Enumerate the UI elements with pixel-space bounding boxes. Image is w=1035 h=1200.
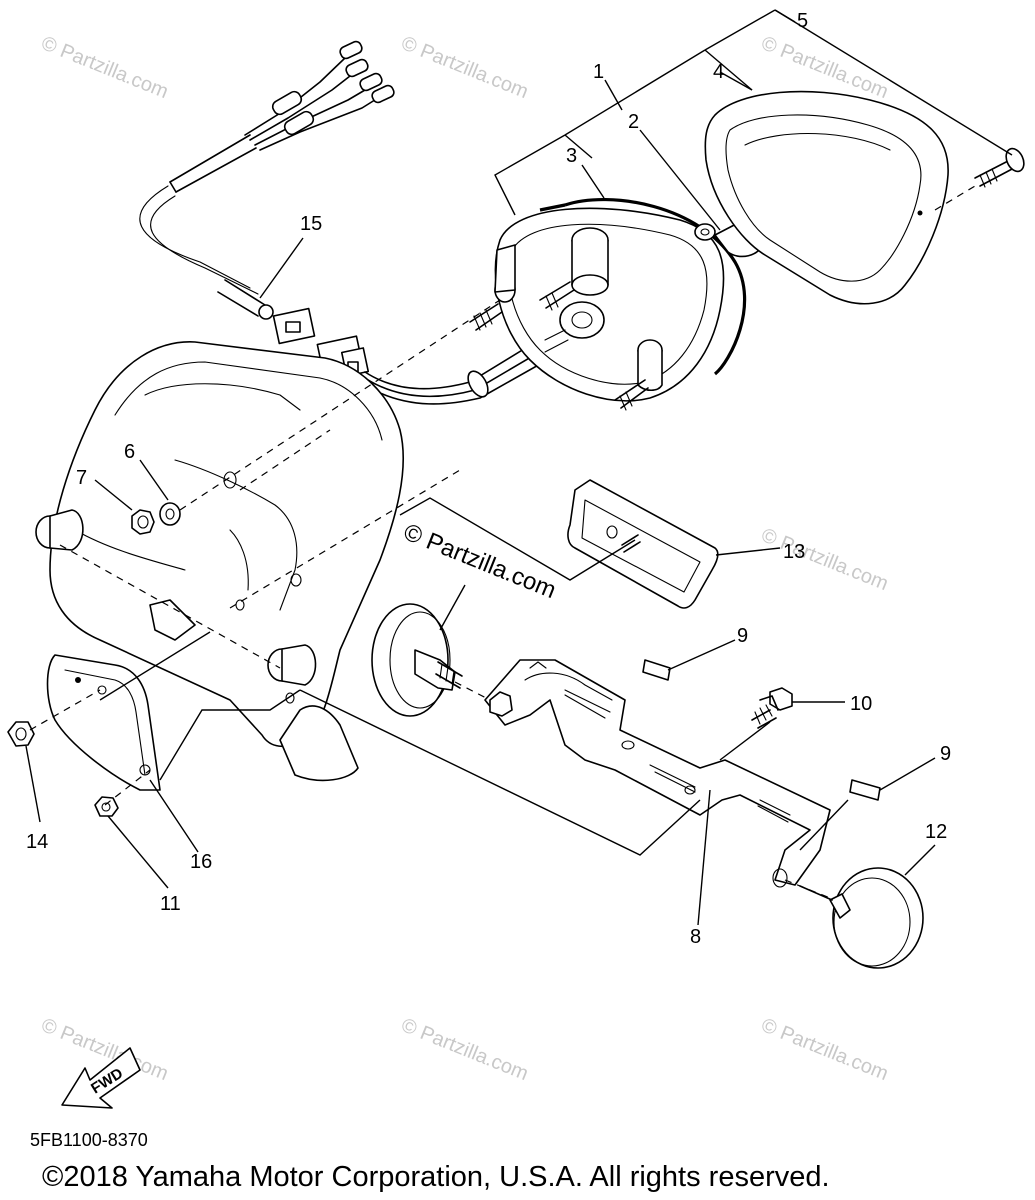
bolt-10: [751, 687, 793, 729]
reflector-13: [567, 479, 719, 609]
callouts: 1 2 3 4 5 6 7 8 9 9 10 11 12 13 14 15 16: [26, 10, 951, 948]
callout-14: 14: [26, 831, 48, 853]
fwd-arrow-icon: FWD: [61, 1047, 141, 1109]
round-reflector-12: [799, 867, 924, 969]
callout-4: 4: [713, 61, 724, 83]
watermark-text-center: © Partzilla.com: [400, 519, 560, 605]
license-bracket: [35, 341, 405, 782]
callout-10: 10: [850, 693, 872, 715]
dashed-assembly-lines: [29, 299, 831, 899]
nut-14: [7, 721, 35, 747]
washer-6: [159, 502, 181, 526]
side-reflector: [371, 603, 463, 717]
callout-6: 6: [124, 441, 135, 463]
callout-5: 5: [797, 10, 808, 32]
leader-lines: [25, 9, 1013, 926]
lens-screw: [934, 147, 1025, 211]
watermark-text: © Partzilla.com: [398, 1014, 531, 1085]
watermark-text: © Partzilla.com: [758, 1014, 891, 1085]
wire-harness: [139, 40, 566, 405]
callout-2: 2: [628, 111, 639, 133]
watermark-text: © Partzilla.com: [398, 32, 531, 103]
callout-1: 1: [593, 61, 604, 83]
callout-7: 7: [76, 467, 87, 489]
lens: [704, 90, 949, 305]
reflector-plate: [46, 654, 161, 791]
callout-9-upper: 9: [737, 625, 748, 647]
callout-3: 3: [566, 145, 577, 167]
callout-11: 11: [160, 893, 181, 915]
watermark-text: © Partzilla.com: [758, 524, 891, 595]
part-code: 5FB1100-8370: [30, 1130, 148, 1150]
callout-16: 16: [190, 851, 212, 873]
nut-7: [131, 509, 155, 535]
callout-8: 8: [690, 926, 701, 948]
clip-9-upper: [642, 659, 671, 681]
callout-15: 15: [300, 213, 322, 235]
callout-13: 13: [783, 541, 805, 563]
copyright: ©2018 Yamaha Motor Corporation, U.S.A. A…: [42, 1161, 830, 1193]
callout-9-lower: 9: [940, 743, 951, 765]
clip-9-lower: [849, 779, 881, 801]
callout-12: 12: [925, 821, 947, 843]
nut-11: [94, 796, 119, 817]
bracket-8: [484, 659, 831, 888]
watermark-text: © Partzilla.com: [38, 32, 171, 103]
